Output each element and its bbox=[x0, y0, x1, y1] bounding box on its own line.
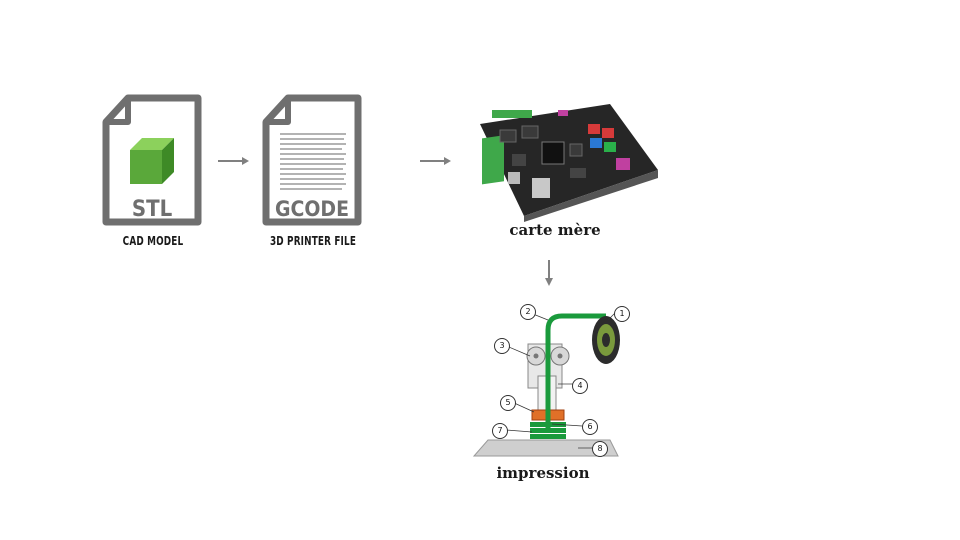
arrow-down-icon bbox=[545, 260, 553, 286]
cad-model-caption: CAD MODEL bbox=[122, 234, 184, 248]
arrow-right-icon bbox=[420, 157, 451, 165]
callout-2: 2 bbox=[520, 304, 536, 320]
printer-file-caption: 3D PRINTER FILE bbox=[269, 234, 357, 248]
callout-5: 5 bbox=[500, 395, 516, 411]
callout-8: 8 bbox=[592, 441, 608, 457]
extruder-diagram bbox=[472, 311, 620, 457]
gcode-tag: GCODE bbox=[275, 197, 349, 221]
callout-7: 7 bbox=[492, 423, 508, 439]
printing-caption: impression bbox=[496, 464, 590, 482]
callout-4: 4 bbox=[572, 378, 588, 394]
motherboard-image bbox=[480, 104, 658, 222]
gcode-file-icon: GCODE bbox=[262, 94, 362, 226]
callout-1: 1 bbox=[614, 306, 630, 322]
gcode-lines bbox=[280, 133, 346, 190]
board-caption: carte mère bbox=[509, 221, 601, 239]
callout-6: 6 bbox=[582, 419, 598, 435]
arrow-right-icon bbox=[218, 157, 249, 165]
callout-3: 3 bbox=[494, 338, 510, 354]
cube-icon bbox=[130, 138, 174, 184]
stl-tag: STL bbox=[132, 197, 173, 222]
stl-file-icon: STL bbox=[102, 94, 202, 226]
